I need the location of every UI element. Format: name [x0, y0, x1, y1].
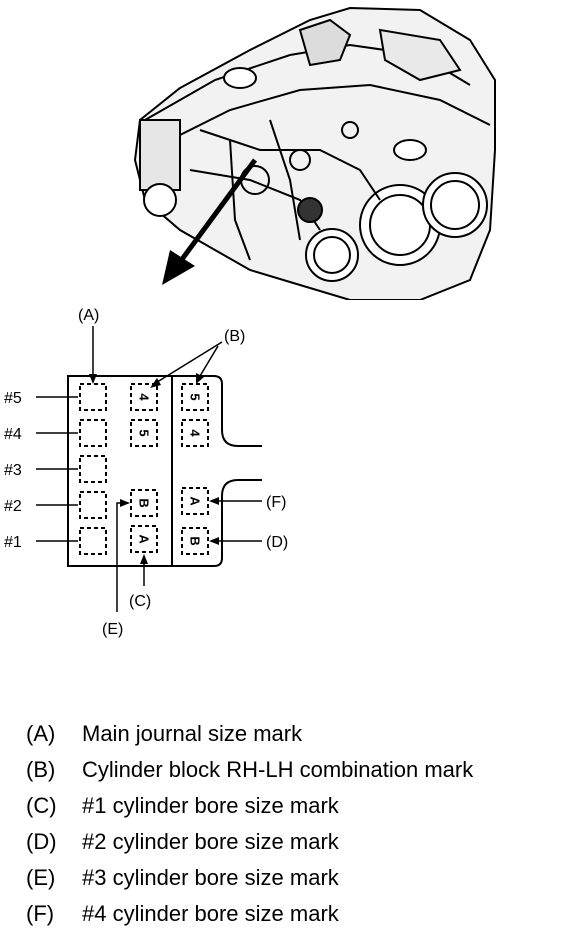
- rh-mark-box-second: [181, 419, 209, 447]
- legend-key: (F): [26, 901, 55, 926]
- lh-mark-fourth: B: [137, 498, 152, 507]
- legend-key: (A): [26, 721, 56, 746]
- journal-label-2: #2: [4, 498, 22, 515]
- legend-text: #3 cylinder bore size mark: [82, 865, 339, 890]
- legend-text: Cylinder block RH-LH combination mark: [82, 757, 474, 782]
- lh-mark-box-top: [130, 383, 158, 411]
- rh-mark-box-top: [181, 383, 209, 411]
- journal-box-2: [79, 491, 107, 519]
- journal-box-4: [79, 419, 107, 447]
- legend-item-c: (C) #1 cylinder bore size mark: [26, 788, 566, 824]
- rh-mark-fifth: B: [188, 536, 203, 545]
- lh-mark-fifth: A: [137, 534, 152, 544]
- journal-box-3: [79, 455, 107, 483]
- rh-mark-top: 5: [188, 393, 203, 400]
- legend-key: (B): [26, 757, 56, 782]
- legend-key: (C): [26, 793, 57, 818]
- callout-f: (F): [266, 494, 286, 511]
- journal-label-1: #1: [4, 534, 22, 551]
- rh-block-outline: [172, 375, 262, 567]
- lh-mark-second: 5: [137, 429, 152, 436]
- callout-c: (C): [129, 593, 151, 610]
- legend-text: #1 cylinder bore size mark: [82, 793, 339, 818]
- view-direction-arrow: [162, 158, 258, 285]
- callout-b: (B): [224, 328, 245, 345]
- legend-item-f: (F) #4 cylinder bore size mark: [26, 896, 566, 932]
- rh-mark-box-fourth: [181, 487, 209, 515]
- legend-item-b: (B) Cylinder block RH-LH combination mar…: [26, 752, 566, 788]
- lh-mark-box-fourth: [130, 489, 158, 517]
- legend: (A) Main journal size mark (B) Cylinder …: [26, 716, 566, 932]
- callout-e: (E): [102, 621, 123, 638]
- legend-item-e: (E) #3 cylinder bore size mark: [26, 860, 566, 896]
- journal-label-3: #3: [4, 462, 22, 479]
- rh-mark-box-fifth: [181, 527, 209, 555]
- legend-text: #4 cylinder bore size mark: [82, 901, 339, 926]
- lh-mark-box-fifth: [130, 525, 158, 553]
- callout-d: (D): [266, 534, 288, 551]
- journal-box-5: [79, 383, 107, 411]
- size-mark-diagram: 4 5 B A 5 4 A B #5 #4 #3 #2 #1 (A) (B) (…: [4, 307, 288, 638]
- legend-key: (E): [26, 865, 56, 890]
- journal-box-1: [79, 527, 107, 555]
- legend-text: #2 cylinder bore size mark: [82, 829, 339, 854]
- callout-a: (A): [78, 307, 99, 324]
- journal-label-4: #4: [4, 426, 22, 443]
- journal-label-5: #5: [4, 390, 22, 407]
- rh-mark-second: 4: [188, 429, 203, 437]
- legend-item-a: (A) Main journal size mark: [26, 716, 566, 752]
- lh-mark-top: 4: [137, 393, 152, 401]
- engine-block-illustration: [133, 6, 496, 300]
- legend-text: Main journal size mark: [82, 721, 303, 746]
- rh-mark-fourth: A: [188, 496, 203, 506]
- legend-item-d: (D) #2 cylinder bore size mark: [26, 824, 566, 860]
- lh-mark-box-second: [130, 419, 158, 447]
- legend-key: (D): [26, 829, 57, 854]
